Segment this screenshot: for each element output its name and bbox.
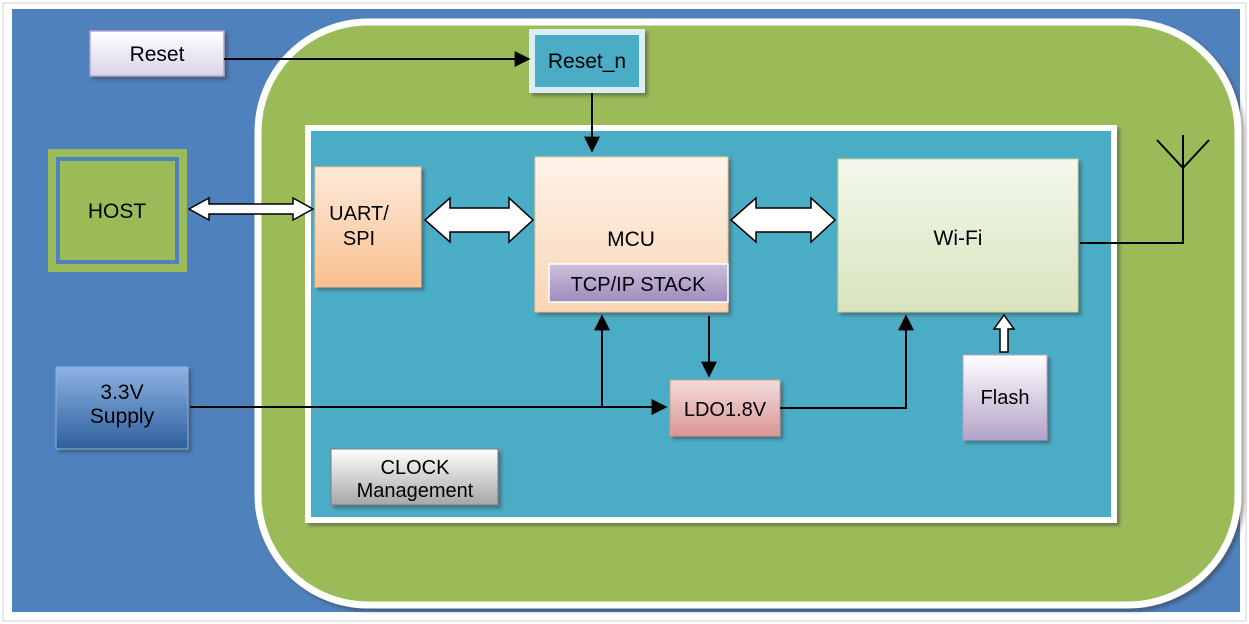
clock-management-block: CLOCK Management	[330, 448, 499, 506]
host-block: HOST	[48, 149, 187, 272]
clock-label-line2: Management	[357, 480, 474, 502]
supply-block: 3.3V Supply	[55, 366, 189, 450]
clock-label-line1: CLOCK	[381, 457, 451, 479]
host-label: HOST	[88, 200, 147, 223]
flash-to-wifi-arrow	[992, 313, 1016, 353]
wifi-block: Wi-Fi	[837, 158, 1079, 313]
uart-mcu-double-arrow	[423, 196, 535, 244]
host-uart-double-arrow	[187, 196, 315, 222]
uart-spi-label-line2: SPI	[343, 228, 375, 250]
reset-n-block: Reset_n	[529, 29, 645, 93]
ldo-label: LDO1.8V	[684, 399, 767, 421]
wifi-label: Wi-Fi	[934, 227, 983, 250]
mcu-wifi-double-arrow	[729, 196, 837, 244]
antenna-icon	[1080, 135, 1210, 244]
uart-spi-label-line1: UART/	[329, 203, 389, 225]
ldo-to-wifi-arrow	[780, 314, 914, 409]
reset-n-label: Reset_n	[548, 50, 626, 73]
flash-label: Flash	[981, 387, 1030, 409]
reset-block: Reset	[89, 30, 225, 77]
flash-block: Flash	[962, 354, 1048, 441]
reset-label: Reset	[130, 43, 185, 66]
ldo-block: LDO1.8V	[669, 379, 781, 437]
supply-label-line1: 3.3V	[100, 381, 143, 404]
supply-label-line2: Supply	[90, 405, 155, 428]
mcu-block: MCU TCP/IP STACK	[534, 156, 729, 313]
mcu-label: MCU	[607, 228, 655, 251]
uart-spi-block: UART/ SPI	[314, 166, 422, 288]
tcp-ip-stack-label: TCP/IP STACK	[571, 274, 707, 296]
tcp-ip-stack-block	[548, 263, 729, 303]
